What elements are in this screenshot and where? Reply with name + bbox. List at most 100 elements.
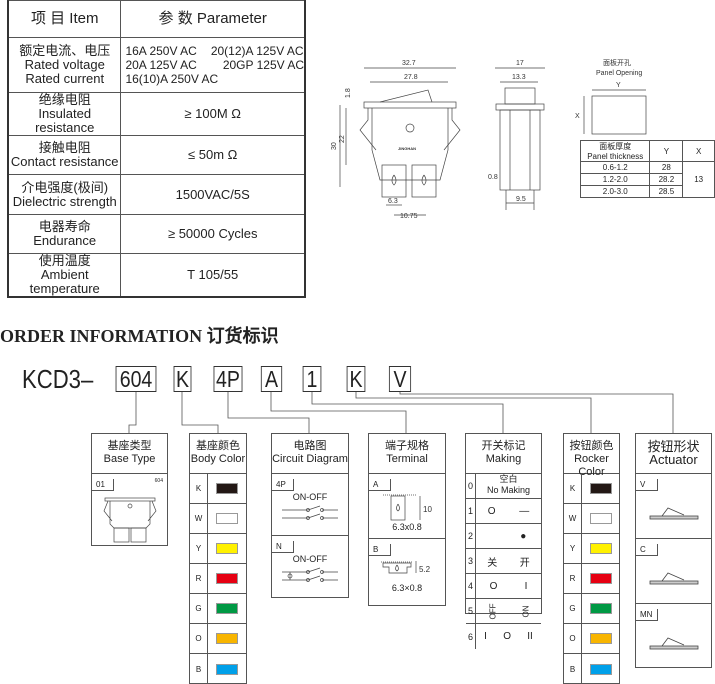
terminal-size: 6.3×0.8: [391, 583, 423, 593]
rated-value: 16A 250V AC: [125, 44, 197, 58]
off-symbol: OFF: [488, 603, 498, 619]
panel-title-cn: 面板开孔: [603, 58, 631, 67]
connector-lines: [128, 392, 674, 433]
terminal-en: Terminal: [386, 453, 428, 465]
connector: [311, 392, 504, 433]
actuator-tag: MN: [636, 609, 658, 621]
making-key: 0: [466, 474, 476, 498]
color-swatch: [589, 633, 612, 644]
body-color-option: W: [190, 504, 246, 534]
color-swatch: [589, 573, 612, 584]
actuator-profile-icon: [649, 507, 698, 520]
actuator-cn: 按钮形状: [647, 439, 700, 454]
dim-width-inner: 27.8: [404, 74, 418, 81]
color-key: W: [190, 504, 208, 533]
connector: [355, 392, 592, 433]
circuit-4p: 4P ON-OFF: [272, 474, 348, 536]
making-key: 5: [466, 599, 476, 623]
dim-rocker-width: 13.3: [512, 74, 526, 81]
circuit-tag: 4P: [272, 479, 294, 491]
making-cn: 开关标记: [481, 440, 526, 452]
actuator-tag: C: [636, 544, 658, 556]
color-key: G: [564, 594, 582, 623]
code-rocker-color: K: [346, 366, 366, 392]
color-swatch: [216, 573, 238, 584]
color-key: G: [190, 594, 208, 623]
body-color-option: K: [190, 474, 246, 504]
color-key: K: [190, 474, 208, 503]
row-en: Dielectric strength: [12, 193, 117, 209]
panel-y: Y: [616, 82, 621, 89]
x-value: 13: [682, 161, 715, 198]
row-value: T 105/55: [120, 253, 306, 298]
circuit-label: ON-OFF: [292, 492, 328, 502]
actuator-option: C: [636, 539, 711, 604]
on-symbol: 开: [519, 557, 530, 569]
code-making: 1: [302, 366, 322, 392]
row-cn: 绝缘电阻: [38, 92, 91, 107]
circuit-diagram-icon: [282, 505, 338, 520]
color-swatch: [589, 603, 612, 614]
body-color-option: O: [190, 624, 246, 654]
body-color-option: B: [190, 654, 246, 684]
color-key: K: [564, 474, 582, 503]
th-en: Panel thickness: [587, 152, 644, 161]
color-key: W: [564, 504, 582, 533]
actuator-option: MN: [636, 604, 711, 669]
color-swatch: [216, 633, 238, 644]
actuator-en: Actuator: [649, 452, 698, 467]
actuator-profile-icon: [649, 637, 698, 650]
dim-width-outer: 32.7: [402, 60, 416, 67]
dim-side-width: 17: [516, 60, 524, 67]
code-terminal: A: [260, 366, 283, 392]
y-value: 28.2: [649, 173, 684, 186]
dimension-drawing: 32.7 27.8 1.8 22 30 6.3 10.75 JINGHAN 17…: [331, 58, 647, 220]
actuator-tag: V: [636, 479, 658, 491]
body-color-option: Y: [190, 534, 246, 564]
making-key: 2: [466, 524, 476, 548]
color-swatch: [589, 513, 612, 524]
actuator-profile-icon: [649, 572, 698, 585]
row-en: Endurance: [33, 233, 97, 248]
row-value: ≥ 100M Ω: [120, 92, 306, 136]
off-symbol: O: [489, 580, 498, 592]
row-cn: 使用温度: [38, 253, 91, 268]
circuit-en: Circuit Diagram: [272, 453, 348, 465]
thickness: 2.0-3.0: [579, 185, 651, 198]
color-key: Y: [190, 534, 208, 563]
making-key: 6: [466, 624, 476, 649]
terminal-b-icon: 5.2: [381, 561, 431, 574]
base-model: 604: [154, 478, 163, 484]
rated-current: Rated current: [25, 71, 105, 86]
th-cn: 面板厚度: [599, 142, 632, 151]
body-color-option: G: [190, 594, 246, 624]
color-swatch: [216, 603, 238, 614]
rocker-color-option: W: [564, 504, 619, 534]
color-key: R: [564, 564, 582, 593]
color-key: R: [190, 564, 208, 593]
circuit-n: N ON-OFF: [272, 536, 348, 598]
circuit-diagram-lamp-icon: [282, 567, 338, 582]
rocker-color-cn: 按钮颜色: [569, 440, 614, 452]
dim-terminal: 6.3: [388, 198, 398, 205]
off-symbol: I: [484, 631, 487, 642]
making-row-2: 2●: [466, 524, 541, 549]
rocker-color-option: R: [564, 564, 619, 594]
making-key: 4: [466, 574, 476, 598]
panel-title-en: Panel Opening: [596, 70, 642, 77]
actuator-option: V: [636, 474, 711, 539]
color-swatch: [216, 663, 238, 675]
model-prefix: KCD3–: [22, 364, 94, 394]
making-key: 3: [466, 549, 476, 573]
thickness: 1.2-2.0: [579, 173, 651, 186]
rocker-color-option: K: [564, 474, 619, 504]
order-title: ORDER INFORMATION 订货标识: [0, 326, 279, 346]
row-value: ≤ 50m Ω: [120, 135, 306, 175]
